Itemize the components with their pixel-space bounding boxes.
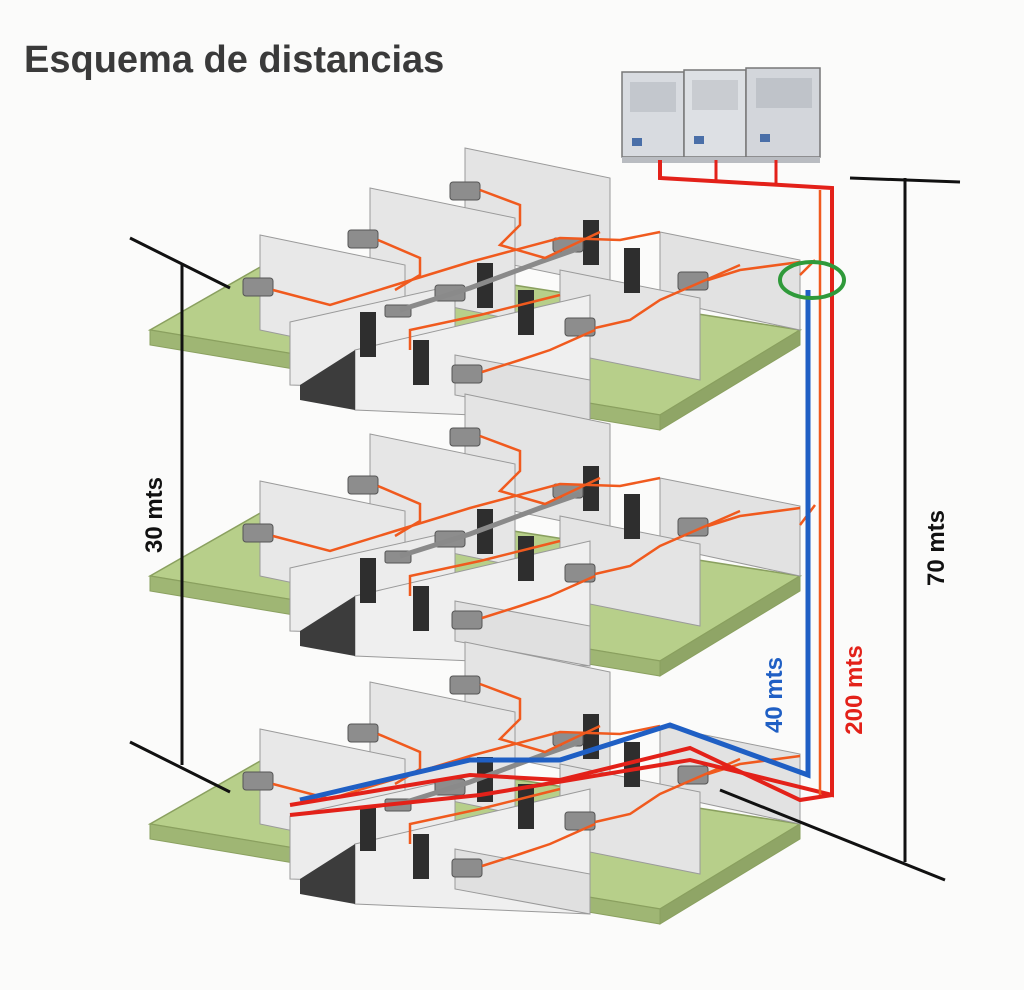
- floor-bottom: [150, 642, 800, 924]
- diagram-title: Esquema de distancias: [24, 39, 444, 81]
- floor-top: [150, 148, 800, 430]
- vertical-pipe-label: 40 mts: [761, 657, 788, 733]
- total-pipe-label: 200 mts: [841, 645, 868, 734]
- floor-height-label: 30 mts: [141, 477, 168, 553]
- total-height-label: 70 mts: [923, 510, 950, 586]
- branch-joint-marker: [778, 260, 846, 300]
- outdoor-units: [621, 67, 821, 163]
- pipe-40m: [299, 290, 811, 803]
- dimension-lines: [129, 176, 961, 882]
- main-pipes: [289, 160, 834, 817]
- floor-middle: [150, 394, 800, 676]
